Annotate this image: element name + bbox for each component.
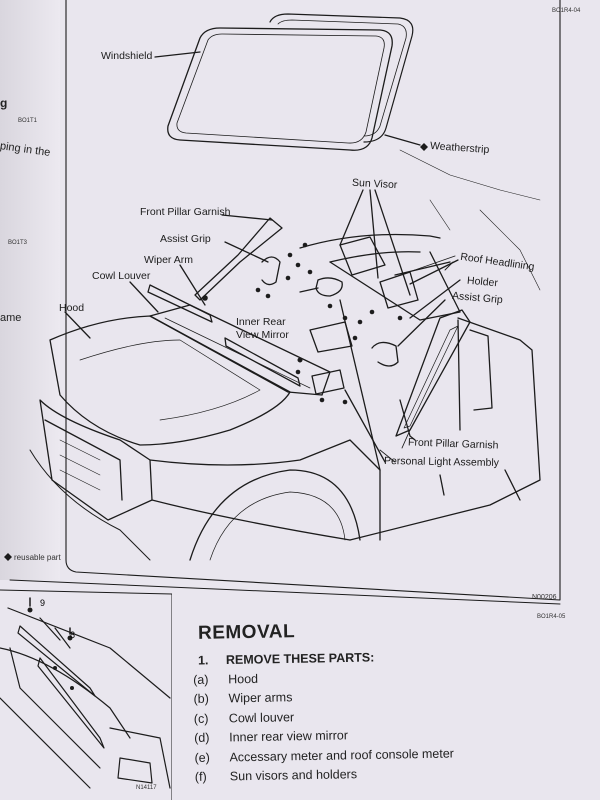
label-cowl-louver: Cowl Louver — [92, 270, 151, 282]
personal-light — [311, 369, 345, 395]
parts-list: (a)Hood (b)Wiper arms (c)Cowl louver (d)… — [193, 664, 525, 787]
label-hood: Hood — [59, 302, 85, 314]
section-title: REMOVAL — [197, 621, 296, 644]
weatherstrip — [269, 13, 414, 143]
label-assist-grip-left: Assist Grip — [160, 233, 211, 245]
label-personal-light-assembly: Personal Light Assembly — [383, 454, 500, 470]
thumb-code: N14117 — [136, 785, 157, 791]
removal-code: BO1R4-05 — [537, 614, 566, 620]
svg-text:9: 9 — [40, 598, 45, 608]
nonreusable-mark-icon — [4, 553, 12, 561]
label-inner-rear-view-mirror: Inner Rear — [236, 316, 286, 328]
step-text: REMOVE THESE PARTS: — [225, 650, 375, 668]
step-number: 1. — [197, 653, 209, 668]
label-inner-rear-view-mirror: View Mirror — [236, 329, 289, 341]
hood — [49, 315, 291, 446]
margin-fragment: g — [0, 96, 8, 110]
label-front-pillar-garnish-top: Front Pillar Garnish — [140, 206, 231, 218]
legend-nonreusable: reusable part — [14, 553, 61, 562]
figure-frame — [65, 0, 561, 601]
figure-code: N00206 — [532, 594, 557, 601]
svg-text:8: 8 — [70, 630, 75, 640]
label-windshield: Windshield — [101, 50, 153, 62]
front-pillar-garnish-top — [194, 217, 283, 301]
label-wiper-arm: Wiper Arm — [144, 254, 194, 266]
page-ref-code: BO1R4-04 — [552, 8, 581, 14]
removal-illustration: 9 8 — [0, 589, 172, 800]
label-holder: Holder — [466, 274, 499, 290]
nonreusable-mark-icon — [420, 143, 428, 151]
cowl-louver — [149, 304, 331, 396]
front-pillar-garnish-right — [395, 309, 471, 437]
windshield-glass — [167, 27, 393, 151]
previous-page-edge — [0, 0, 60, 580]
roof-headlining — [299, 233, 441, 263]
label-sun-visor: Sun Visor — [351, 176, 398, 192]
margin-code: BO1T3 — [8, 240, 28, 246]
margin-fragment: ame — [0, 312, 22, 324]
margin-code: BO1T1 — [18, 118, 38, 124]
